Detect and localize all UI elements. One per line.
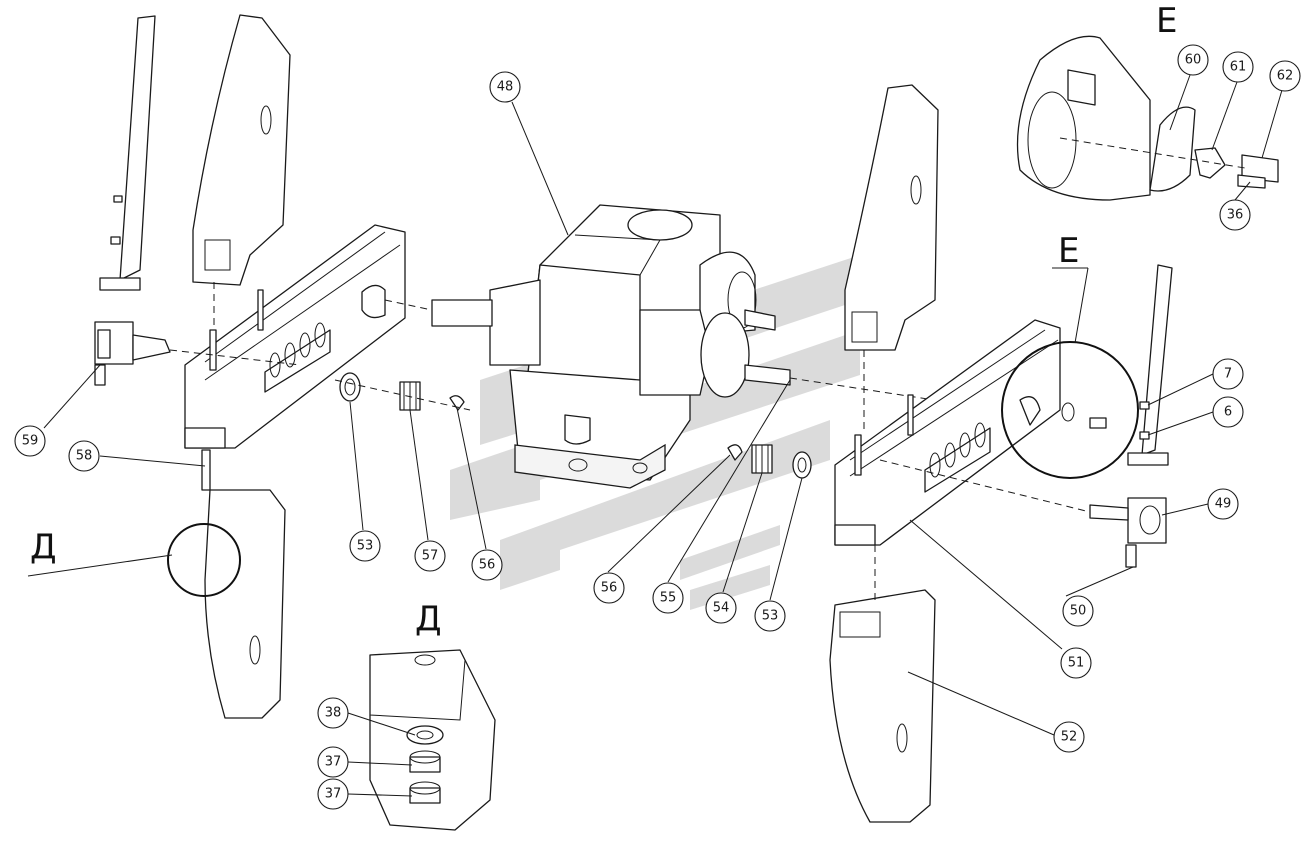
callout-7: 7 (1212, 358, 1244, 390)
svg-text:53: 53 (357, 539, 374, 554)
svg-text:53: 53 (762, 609, 779, 624)
svg-text:61: 61 (1230, 60, 1247, 75)
left-frame-beam (184, 224, 406, 449)
svg-text:59: 59 (22, 434, 39, 449)
svg-text:38: 38 (325, 706, 342, 721)
svg-text:56: 56 (601, 581, 618, 596)
callout-59: 59 (14, 425, 46, 457)
callout-36: 36 (1219, 199, 1251, 231)
svg-text:48: 48 (497, 80, 514, 95)
cotter-56-left (449, 395, 465, 411)
callout-60: 60 (1177, 44, 1209, 76)
detail-d-ring (167, 523, 241, 597)
svg-text:36: 36 (1227, 208, 1244, 223)
left-upper-knife (99, 15, 156, 291)
right-lower-arm (829, 589, 936, 823)
callout-56-left: 56 (471, 549, 503, 581)
nut-37-upper (409, 750, 441, 773)
svg-text:37: 37 (325, 755, 342, 770)
washer-38 (406, 725, 444, 745)
detail-e-marker-label: E (1058, 231, 1079, 271)
nut-54 (751, 444, 773, 474)
detail-d-marker-label: Д (30, 527, 57, 567)
washer-53-left (339, 372, 361, 402)
gearbox-48 (431, 204, 791, 489)
svg-text:50: 50 (1070, 604, 1087, 619)
left-lower-arm (204, 489, 286, 719)
nut-37-lower (409, 781, 441, 804)
callout-53-right: 53 (754, 600, 786, 632)
callout-38: 38 (317, 697, 349, 729)
leader-lines (43, 74, 1283, 797)
callout-52: 52 (1053, 721, 1085, 753)
callout-48: 48 (489, 71, 521, 103)
detail-d-title: Д (415, 599, 442, 639)
svg-text:49: 49 (1215, 497, 1232, 512)
pin-58 (201, 449, 211, 491)
svg-text:62: 62 (1277, 69, 1294, 84)
right-hub-assembly (1089, 497, 1167, 568)
nut-57 (399, 381, 421, 411)
callout-37-lower: 37 (317, 778, 349, 810)
svg-text:57: 57 (422, 549, 439, 564)
svg-text:52: 52 (1061, 730, 1078, 745)
callout-56-right: 56 (593, 572, 625, 604)
cotter-56-right (727, 444, 743, 461)
left-upper-arm (192, 14, 291, 286)
svg-text:58: 58 (76, 449, 93, 464)
callout-55: 55 (652, 582, 684, 614)
callout-37-upper: 37 (317, 746, 349, 778)
washer-53-right (792, 451, 812, 479)
detail-e-title: E (1156, 1, 1177, 41)
detail-e-view (1016, 35, 1279, 201)
right-upper-knife (1127, 264, 1173, 466)
right-upper-arm (844, 84, 939, 351)
callout-58: 58 (68, 440, 100, 472)
callout-62: 62 (1269, 60, 1301, 92)
detail-e-ring (1001, 341, 1139, 479)
svg-text:51: 51 (1068, 656, 1085, 671)
svg-text:6: 6 (1224, 405, 1232, 420)
callout-54: 54 (705, 592, 737, 624)
callout-57: 57 (414, 540, 446, 572)
callout-51: 51 (1060, 647, 1092, 679)
svg-text:54: 54 (713, 601, 730, 616)
callout-49: 49 (1207, 488, 1239, 520)
detail-e-inset-parts (1019, 396, 1107, 429)
callout-6: 6 (1212, 396, 1244, 428)
svg-text:55: 55 (660, 591, 677, 606)
callout-61: 61 (1222, 51, 1254, 83)
right-frame-beam (834, 319, 1061, 546)
svg-text:37: 37 (325, 787, 342, 802)
callout-50: 50 (1062, 595, 1094, 627)
left-hub-assembly (94, 321, 171, 386)
svg-text:60: 60 (1185, 53, 1202, 68)
svg-text:56: 56 (479, 558, 496, 573)
callout-53-left: 53 (349, 530, 381, 562)
svg-text:7: 7 (1224, 367, 1232, 382)
